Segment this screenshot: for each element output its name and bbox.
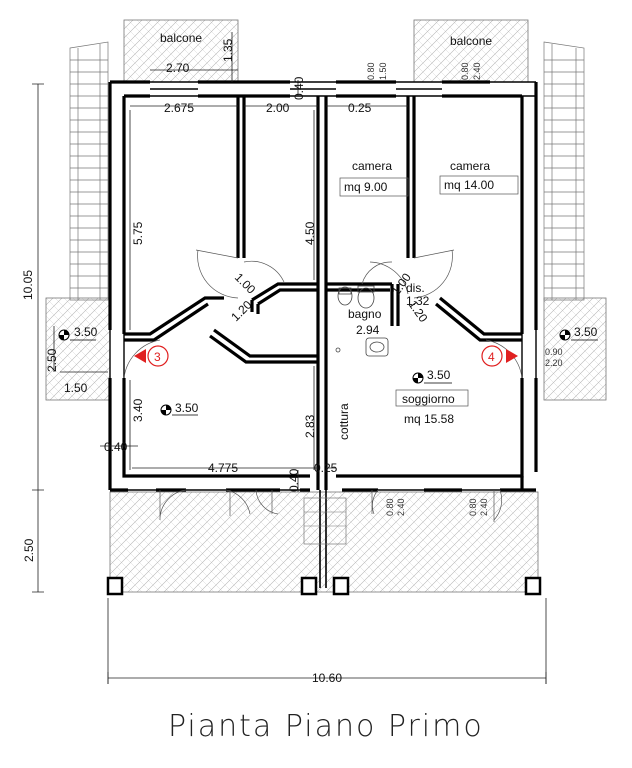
- porch-bottom: [109, 491, 539, 593]
- section-marks: [134, 345, 518, 367]
- window-note-4b: 2.40: [396, 498, 406, 516]
- section-mark-right-circle: [481, 345, 503, 367]
- terrace-right: [543, 297, 607, 401]
- cottura-label: cottura: [337, 403, 351, 440]
- dim-1-00-left: 1.00: [232, 270, 259, 297]
- dim-10-60: 10.60: [312, 671, 342, 685]
- dim-0-40-bottom: 0.40: [287, 468, 301, 492]
- camera-left-label: camera: [352, 159, 392, 173]
- dim-2-00: 2.00: [266, 101, 290, 115]
- dim-1-35: 1.35: [221, 38, 235, 62]
- dimension-lines: [32, 32, 547, 684]
- dis-label: dis.: [406, 281, 425, 295]
- door-swings: [123, 249, 523, 522]
- dim-0-40-top: 0.40: [292, 76, 306, 100]
- window-note-5a: 0.80: [468, 498, 478, 516]
- bagno-area: 2.94: [356, 323, 380, 337]
- window-note-2b: 2.40: [472, 62, 482, 80]
- section-mark-left-number: 3: [154, 350, 161, 364]
- terrace-left: [45, 297, 111, 401]
- outer-walls: [108, 80, 538, 492]
- stair-right: [543, 41, 585, 301]
- bathroom-fixtures: [335, 285, 389, 357]
- camera-right-label: camera: [450, 159, 490, 173]
- dim-0-25-bottom: 0.25: [314, 461, 338, 475]
- soggiorno-label-box: [395, 389, 469, 407]
- plan-title: Pianta Piano Primo: [168, 709, 484, 744]
- bagno-label: bagno: [348, 307, 382, 321]
- camera-right-area: mq 14.00: [444, 178, 494, 192]
- window-note-1a: 0.80: [366, 62, 376, 80]
- window-note-3a: 0.90: [545, 347, 563, 357]
- dim-2-70: 2.70: [166, 61, 190, 75]
- porch-columns: [106, 490, 542, 596]
- dim-0-25-top: 0.25: [348, 101, 372, 115]
- section-mark-left-circle: [147, 345, 169, 367]
- soggiorno-label: soggiorno: [402, 392, 455, 406]
- balcone-left-label: balcone: [160, 31, 202, 45]
- section-mark-right-number: 4: [488, 350, 495, 364]
- level-center: 3.50: [427, 368, 451, 382]
- stair-left: [69, 41, 109, 301]
- window-note-5b: 2.40: [479, 498, 489, 516]
- window-note-3b: 2.20: [545, 358, 563, 368]
- dis-area: 1.32: [406, 294, 430, 308]
- camera-left-area: mq 9.00: [344, 180, 388, 194]
- soggiorno-area: mq 15.58: [404, 412, 454, 426]
- level-markers: [58, 329, 598, 416]
- level-left: 3.50: [74, 325, 98, 339]
- section-mark-left-arrow: [134, 349, 146, 363]
- dim-1-50: 1.50: [64, 381, 88, 395]
- dim-3-40: 3.40: [131, 398, 145, 422]
- level-right: 3.50: [574, 325, 598, 339]
- dim-5-75: 5.75: [131, 221, 145, 245]
- window-note-2a: 0.80: [460, 62, 470, 80]
- interior-walls: [124, 96, 522, 490]
- window-openings: [109, 81, 537, 491]
- camera-left-area-box: [339, 177, 409, 197]
- window-note-1b: 1.50: [378, 62, 388, 80]
- section-mark-right-arrow: [506, 349, 518, 363]
- dim-4-775: 4.775: [208, 461, 238, 475]
- dim-2-675: 2.675: [164, 101, 194, 115]
- dim-2-50-left: 2.50: [45, 348, 59, 372]
- window-note-4a: 0.80: [385, 498, 395, 516]
- balcone-right-label: balcone: [450, 34, 492, 48]
- dim-2-83: 2.83: [303, 414, 317, 438]
- balcone-right-slab: [413, 19, 529, 83]
- dim-10-05: 10.05: [21, 270, 35, 300]
- level-inner: 3.50: [175, 401, 199, 415]
- dim-4-50: 4.50: [303, 221, 317, 245]
- camera-right-area-box: [439, 175, 519, 195]
- balcone-left-slab: [123, 19, 239, 83]
- dim-2-50-bottom: 2.50: [22, 538, 36, 562]
- dim-0-40-left: 0.40: [104, 440, 128, 454]
